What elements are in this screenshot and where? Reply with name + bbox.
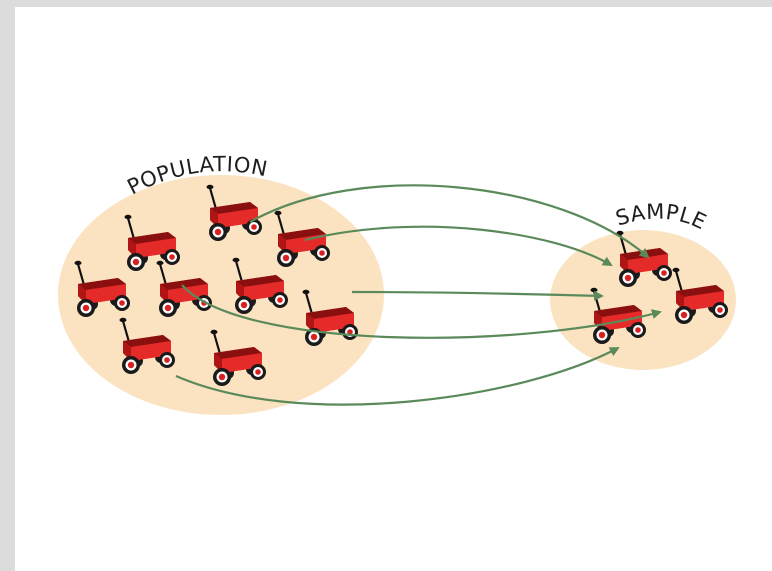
arrow	[351, 290, 604, 301]
arrow	[304, 225, 613, 267]
sampling-arrows	[175, 184, 662, 406]
arrow	[249, 184, 650, 259]
arrow	[175, 347, 620, 406]
arrow	[181, 284, 662, 339]
sample-label: SAMPLE	[613, 200, 710, 235]
sample-label-path: SAMPLE	[613, 200, 710, 235]
